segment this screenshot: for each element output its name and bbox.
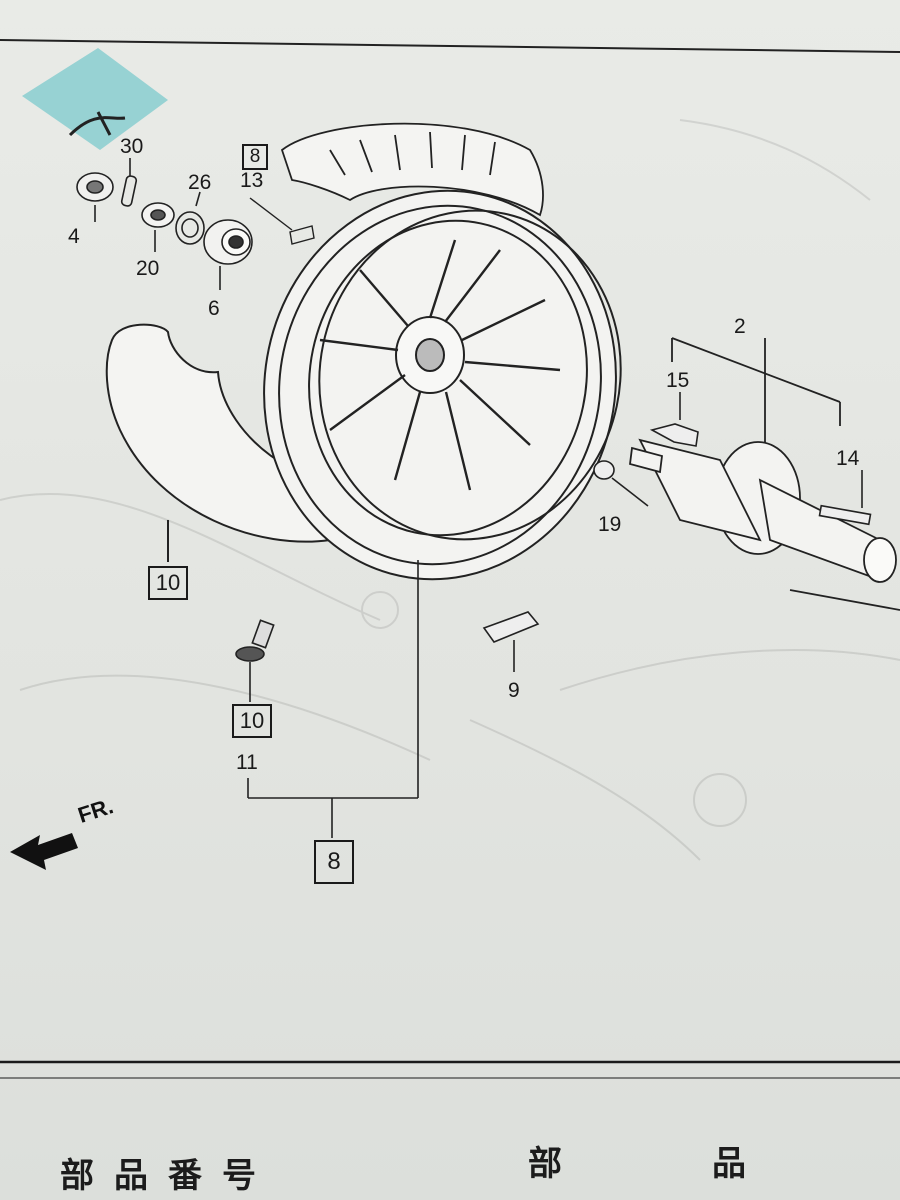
- hub-assembly-part: [629, 337, 900, 611]
- part-number-header: 部品番号: [60, 1156, 276, 1196]
- callout-11: 11: [236, 751, 258, 774]
- callout-13: 13: [240, 169, 264, 192]
- callout-8-top-box: 8: [242, 144, 268, 170]
- split-pin-part: [120, 158, 138, 207]
- castle-nut-part: [76, 172, 114, 222]
- callout-9: 9: [508, 679, 520, 702]
- tire-tread-part: [280, 122, 544, 217]
- balance-weight-part: [482, 611, 540, 672]
- fitting-part: [649, 392, 699, 447]
- nut-part: [593, 460, 649, 507]
- wheel-rim-part: [263, 189, 622, 581]
- bolt-part: [818, 470, 872, 526]
- callout-10-valve-box: 10: [232, 704, 272, 738]
- callout-15: 15: [666, 369, 690, 392]
- collar-part: [141, 202, 175, 252]
- top-border-line: [0, 39, 900, 53]
- callout-10-tire-box: 10: [148, 566, 188, 600]
- washer-part: [175, 191, 205, 245]
- callout-4: 4: [68, 225, 80, 248]
- callout-8-bottom-box: 8: [314, 840, 354, 884]
- wheel-leader: [247, 560, 419, 838]
- callout-19: 19: [598, 513, 622, 536]
- valve-part: [235, 619, 275, 702]
- bleed-through-lines: [0, 119, 900, 861]
- callout-6: 6: [208, 297, 220, 320]
- callout-20: 20: [136, 257, 160, 280]
- callout-26: 26: [188, 171, 212, 194]
- bearing-part: [203, 219, 253, 290]
- callout-14: 14: [836, 447, 860, 470]
- part-name-header: 部品: [528, 1144, 896, 1184]
- label-13-leader: [249, 197, 315, 245]
- sticky-note: [22, 48, 168, 150]
- front-direction-arrow: [10, 833, 78, 870]
- callout-30: 30: [120, 135, 144, 158]
- callout-2: 2: [734, 315, 746, 338]
